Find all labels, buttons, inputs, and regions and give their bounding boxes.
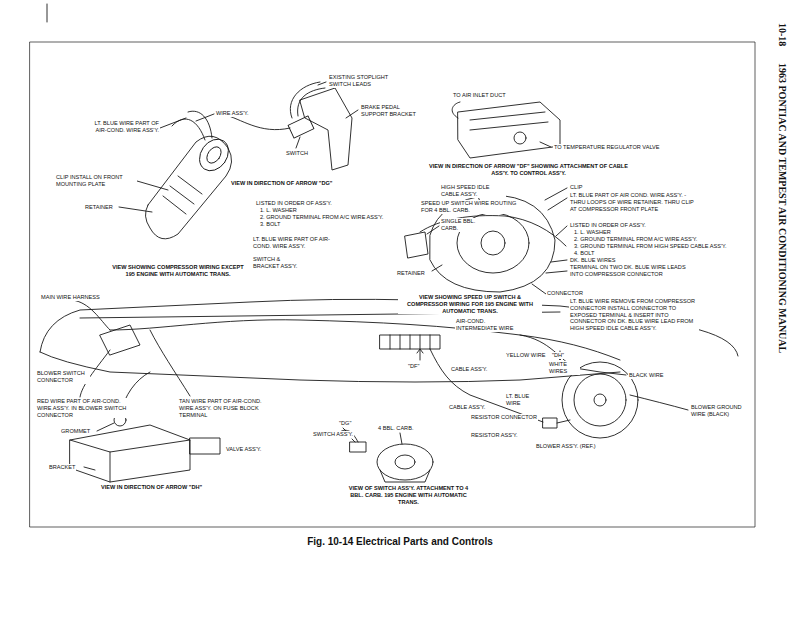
callout-label: 3. BOLT <box>259 221 281 228</box>
callout-label: "DG" <box>338 420 352 427</box>
callout-label: LT. BLUE WIRE <box>505 393 539 407</box>
callout-label: 1. L. WASHER <box>573 229 612 236</box>
control-drawing <box>452 102 560 158</box>
callout-label: BLOWER SWITCH CONNECTOR <box>36 370 90 384</box>
callout-label: "DF" <box>407 363 420 370</box>
callout-label: RED WIRE PART OF AIR-COND. WIRE ASS'Y. I… <box>36 398 128 418</box>
callout-label: LISTED IN ORDER OF ASS'Y. <box>569 222 647 229</box>
callout-label: BRAKE PEDAL SUPPORT BRACKET <box>360 104 424 118</box>
callout-label: RESISTOR CONNECTOR <box>470 414 538 421</box>
callout-label: 2. GROUND TERMINAL FROM A/C WIRE ASS'Y. <box>259 214 384 221</box>
view-title: VIEW SHOWING SPEED UP SWITCH & COMPRESSO… <box>398 294 542 314</box>
callout-label: CABLE ASS'Y. <box>448 404 486 411</box>
callout-label: TO TEMPERATURE REGULATOR VALVE <box>553 144 661 151</box>
callout-label: LT. BLUE WIRE REMOVE FROM COMPRESSOR CON… <box>569 298 699 332</box>
callout-label: 3. GROUND TERMINAL FROM HIGH SPEED CABLE… <box>573 243 728 250</box>
valve-bracket-drawing <box>70 372 220 482</box>
callout-label: AIR-COND. INTERMEDIATE WIRE <box>455 318 527 332</box>
callout-label: CABLE ASS'Y. <box>450 366 488 373</box>
callout-label: SWITCH ASS'Y. <box>312 431 354 438</box>
callout-label: TAN WIRE PART OF AIR-COND. WIRE ASS'Y. O… <box>178 398 265 418</box>
callout-label: TO AIR INLET DUCT <box>452 92 507 99</box>
callout-label: BRACKET <box>48 464 76 471</box>
callout-label: BLOWER ASS'Y. (REF.) <box>535 443 597 450</box>
view-title: VIEW IN DIRECTION OF ARROW "DH" <box>100 484 203 491</box>
callout-label: BLACK WIRE <box>628 372 665 379</box>
callout-label: WHITE WIRES <box>548 361 580 375</box>
callout-label: GROMMET <box>60 428 91 435</box>
callout-label: 4. BOLT <box>573 250 595 257</box>
view-title: VIEW IN DIRECTION OF ARROW "DF" SHOWING … <box>420 163 637 177</box>
callout-label: SWITCH <box>285 150 309 157</box>
callout-label: TERMINAL ON TWO DK. BLUE WIRE LEADS INTO… <box>569 264 691 278</box>
callout-label: SINGLE BBL. CARB. <box>440 218 488 232</box>
callout-label: LT. BLUE WIRE PART OF AIR-COND. WIRE ASS… <box>92 120 160 134</box>
callout-label: SWITCH & BRACKET ASS'Y. <box>252 256 304 270</box>
compressor-drawing <box>405 188 567 294</box>
page-header: 10-18 <box>776 22 788 47</box>
page-header: 1963 PONTIAC AND TEMPEST AIR CONDITIONIN… <box>776 62 788 354</box>
callout-label: YELLOW WIRE <box>505 352 546 359</box>
callout-label: RETAINER <box>84 204 114 211</box>
callout-label: RESISTOR ASS'Y. <box>470 432 519 439</box>
corner-mark <box>47 4 48 22</box>
figure-caption: Fig. 10-14 Electrical Parts and Controls <box>0 536 800 547</box>
callout-label: RETAINER <box>396 270 426 277</box>
callout-label: SPEED UP SWITCH WIRE ROUTING FOR 4 BBL. … <box>420 200 518 214</box>
callout-label: CLIP <box>569 184 583 191</box>
switch-bracket-drawing <box>225 82 358 170</box>
view-title: VIEW OF SWITCH ASS'Y. ATTACHMENT TO 4 BB… <box>345 485 472 505</box>
callout-label: 1. L. WASHER <box>259 207 298 214</box>
view-title: VIEW SHOWING COMPRESSOR WIRING EXCEPT 19… <box>108 264 248 278</box>
callout-label: VALVE ASS'Y. <box>225 446 262 453</box>
callout-label: "DH" <box>551 352 565 359</box>
callout-label: MAIN WIRE HARNESS <box>40 294 101 301</box>
callout-label: HIGH SPEED IDLE CABLE ASS'Y. <box>440 184 506 198</box>
callout-label: LT. BLUE PART OF AIR COND. WIRE ASS'Y. -… <box>569 192 696 212</box>
frame <box>30 42 755 527</box>
callout-label: 2. GROUND TERMINAL FROM A/C WIRE ASS'Y. <box>573 236 698 243</box>
callout-label: BLOWER GROUND WIRE (BLACK) <box>690 404 747 418</box>
callout-label: WIRE ASS'Y. <box>215 110 250 117</box>
callout-label: DK. BLUE WIRES <box>569 257 616 264</box>
view-title: VIEW IN DIRECTION OF ARROW "DG" <box>230 180 333 187</box>
callout-label: EXISTING STOPLIGHT SWITCH LEADS <box>328 74 392 88</box>
callout-label: 4 BBL. CARB. <box>377 425 414 432</box>
callout-label: LT. BLUE WIRE PART OF AIR-COND. WIRE ASS… <box>252 236 339 250</box>
callout-label: CLIP INSTALL ON FRONT MOUNTING PLATE <box>55 174 137 188</box>
callout-label: CONNECTOR <box>546 290 584 297</box>
callout-label: LISTED IN ORDER OF ASS'Y. <box>255 200 333 207</box>
